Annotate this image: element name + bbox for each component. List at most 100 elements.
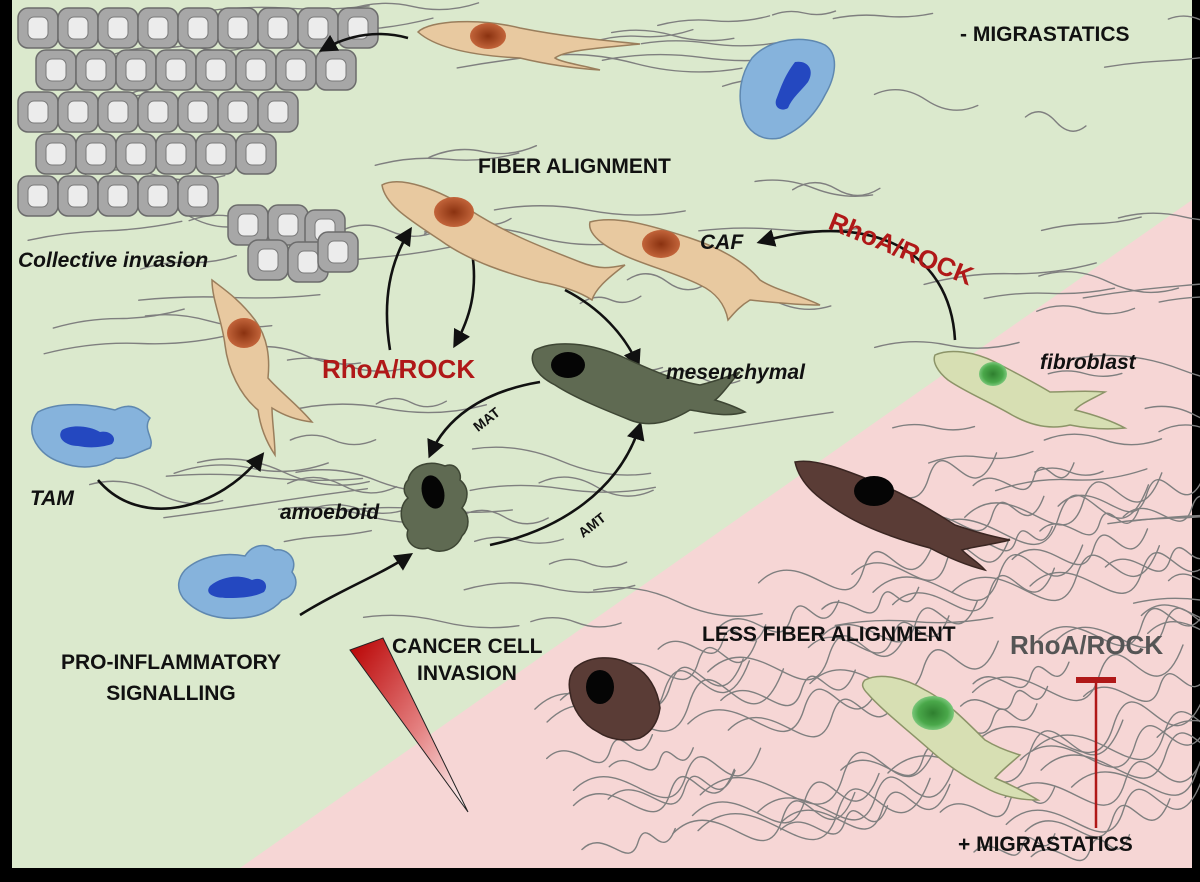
ecm-fiber — [1038, 271, 1180, 294]
ecm-fiber — [471, 446, 652, 476]
epithelial-nucleus — [245, 142, 267, 166]
ecm-fiber-tortuous — [1011, 528, 1149, 566]
ecm-fiber — [626, 273, 708, 291]
less-fiber-alignment-label: LESS FIBER ALIGNMENT — [702, 623, 956, 646]
epithelial-nucleus — [205, 58, 227, 82]
epithelial-nucleus — [27, 16, 49, 40]
ecm-fiber-tortuous — [687, 679, 882, 733]
ecm-fiber — [88, 480, 224, 505]
epithelial-nucleus — [45, 142, 67, 166]
epithelial-nucleus — [327, 240, 349, 264]
ecm-fiber — [1043, 433, 1163, 446]
ecm-fiber-tortuous — [1147, 621, 1200, 635]
epithelial-nucleus — [187, 184, 209, 208]
epithelial-nucleus — [67, 184, 89, 208]
ecm-fiber-tortuous — [1024, 798, 1171, 838]
epithelial-nucleus — [205, 142, 227, 166]
ecm-fiber — [530, 617, 622, 628]
minus-migrastatics-label: - MIGRASTATICS — [960, 23, 1130, 46]
ecm-fiber — [1103, 57, 1200, 68]
epithelial-nucleus — [347, 16, 369, 40]
epithelial-nucleus — [187, 16, 209, 40]
ecm-fiber-tortuous — [699, 740, 939, 805]
cancer-cell-invasion-label: CANCER CELL INVASION — [392, 634, 543, 686]
epithelial-nucleus — [107, 184, 129, 208]
mesenchymal-cell — [531, 343, 747, 425]
ecm-fiber-tortuous — [1070, 760, 1200, 796]
epithelial-nucleus — [187, 100, 209, 124]
ecm-fiber-tortuous — [1004, 760, 1200, 806]
ecm-fiber-tortuous — [971, 644, 1184, 702]
ecm-fiber — [374, 152, 520, 167]
ecm-fiber — [375, 397, 448, 408]
fibroblast-cell-top — [933, 350, 1128, 430]
ecm-fiber-tortuous — [1040, 732, 1200, 779]
ecm-fiber — [460, 509, 549, 525]
ecm-fiber — [983, 287, 1116, 300]
ecm-fiber-tortuous — [939, 785, 1056, 818]
arrows — [97, 32, 957, 617]
ecm-fiber-tortuous — [707, 625, 910, 681]
ecm-fiber-tortuous — [951, 545, 1161, 601]
ecm-fiber — [610, 29, 735, 42]
ecm-fiber-tortuous — [964, 472, 1163, 526]
ecm-fiber-tortuous — [1031, 711, 1200, 761]
ecm-fiber-tortuous — [727, 690, 902, 738]
caf-cell-right — [588, 219, 821, 322]
collective-invasion-label: Collective invasion — [18, 249, 209, 272]
ecm-fiber — [873, 88, 979, 111]
ecm-fiber — [340, 224, 439, 237]
macrophage-top — [739, 38, 836, 140]
epithelial-nucleus — [165, 142, 187, 166]
epithelial-nucleus — [237, 213, 259, 237]
ecm-fiber — [892, 423, 976, 431]
epithelial-nucleus — [277, 213, 299, 237]
ecm-fiber-tortuous — [821, 600, 979, 643]
ecm-fiber-tortuous — [546, 734, 654, 764]
ecm-fiber-tortuous — [1005, 782, 1200, 833]
caf-label: CAF — [700, 231, 744, 254]
arrow-tam-to-caf — [97, 452, 265, 510]
ecm-fiber-tortuous — [1055, 607, 1200, 649]
ecm-fiber — [657, 15, 771, 27]
epithelial-nucleus — [67, 100, 89, 124]
ecm-fiber — [873, 341, 1020, 349]
ecm-fiber-tortuous — [572, 747, 762, 799]
epithelial-nucleus — [45, 58, 67, 82]
macrophage-tam — [31, 403, 152, 468]
ecm-fiber — [791, 181, 881, 197]
ecm-fiber — [587, 28, 694, 45]
arrow-to-collective — [318, 32, 409, 52]
epithelial-nucleus — [245, 58, 267, 82]
ecm-fiber-tortuous — [1167, 573, 1200, 582]
ecm-fiber — [1158, 424, 1200, 433]
ecm-fiber — [923, 262, 1097, 286]
ecm-fiber — [283, 529, 372, 543]
ecm-fiber-tortuous — [608, 747, 694, 771]
arrow-amt — [489, 421, 645, 547]
epithelial-nucleus — [85, 58, 107, 82]
ecm-fiber-tortuous — [756, 767, 955, 821]
ecm-fiber-tortuous — [972, 661, 1070, 689]
ecm-fiber — [1047, 370, 1123, 378]
ecm-fiber — [463, 582, 636, 594]
ecm-fiber — [548, 558, 628, 568]
epithelial-nucleus — [325, 58, 347, 82]
ecm-fiber — [754, 179, 874, 197]
ecm-fiber-tortuous — [581, 827, 676, 854]
ecm-fiber-tortuous — [959, 685, 1049, 711]
pro-inflammatory-line2: SIGNALLING — [106, 682, 236, 706]
ecm-fiber — [283, 403, 487, 414]
ecm-fiber-tortuous — [1082, 673, 1200, 702]
ecm-fiber-tortuous — [851, 538, 1010, 582]
ecm-fiber — [592, 586, 763, 617]
ecm-fiber — [289, 434, 377, 446]
ecm-fiber — [493, 205, 686, 216]
ecm-fiber-tortuous — [720, 669, 856, 707]
invasion-gradient-wedge — [349, 637, 469, 813]
ecm-fiber-tortuous — [1029, 551, 1200, 594]
epithelial-nucleus — [125, 142, 147, 166]
ecm-fiber — [308, 504, 411, 515]
epithelial-nucleus — [107, 100, 129, 124]
